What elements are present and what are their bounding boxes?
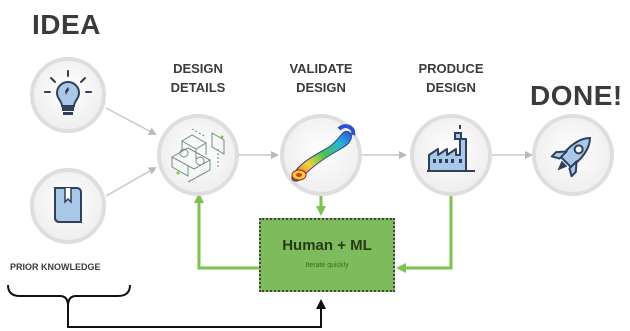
arrow-knowledge-to-human-ml — [67, 299, 326, 328]
produce-design-line1: PRODUCE — [418, 61, 484, 76]
design-details-node — [157, 114, 239, 196]
arrow-knowledge-to-design — [105, 167, 157, 197]
validate-design-title: VALIDATE DESIGN — [276, 59, 366, 97]
design-details-line2: DETAILS — [170, 80, 226, 95]
gray-connectors — [105, 107, 533, 197]
produce-design-line2: DESIGN — [426, 80, 476, 95]
cad-model-icon — [170, 128, 225, 183]
done-label: DONE! — [530, 80, 623, 111]
human-ml-box: Human + ML Iterate quickly — [259, 218, 395, 292]
idea-label: IDEA — [32, 9, 101, 40]
prior-knowledge-label: PRIOR KNOWLEDGE — [10, 262, 101, 272]
design-details-line1: DESIGN — [173, 61, 223, 76]
arrow-human-ml-to-design — [194, 193, 259, 270]
arrow-produce-to-human-ml — [396, 196, 453, 273]
book-icon — [54, 187, 82, 223]
design-details-title: DESIGN DETAILS — [158, 59, 238, 97]
rocket-icon — [550, 137, 591, 178]
lightbulb-icon — [44, 70, 92, 115]
produce-design-title: PRODUCE DESIGN — [406, 59, 496, 97]
prior-knowledge-bracket — [7, 284, 326, 328]
validate-design-line2: DESIGN — [296, 80, 346, 95]
human-ml-title: Human + ML — [282, 237, 372, 254]
validate-design-line1: VALIDATE — [289, 61, 353, 76]
human-ml-subtitle: Iterate quickly — [305, 262, 349, 269]
arrow-idea-to-design — [105, 107, 157, 135]
green-connectors — [194, 193, 453, 273]
factory-icon — [427, 125, 475, 172]
stress-simulation-icon — [291, 124, 356, 182]
